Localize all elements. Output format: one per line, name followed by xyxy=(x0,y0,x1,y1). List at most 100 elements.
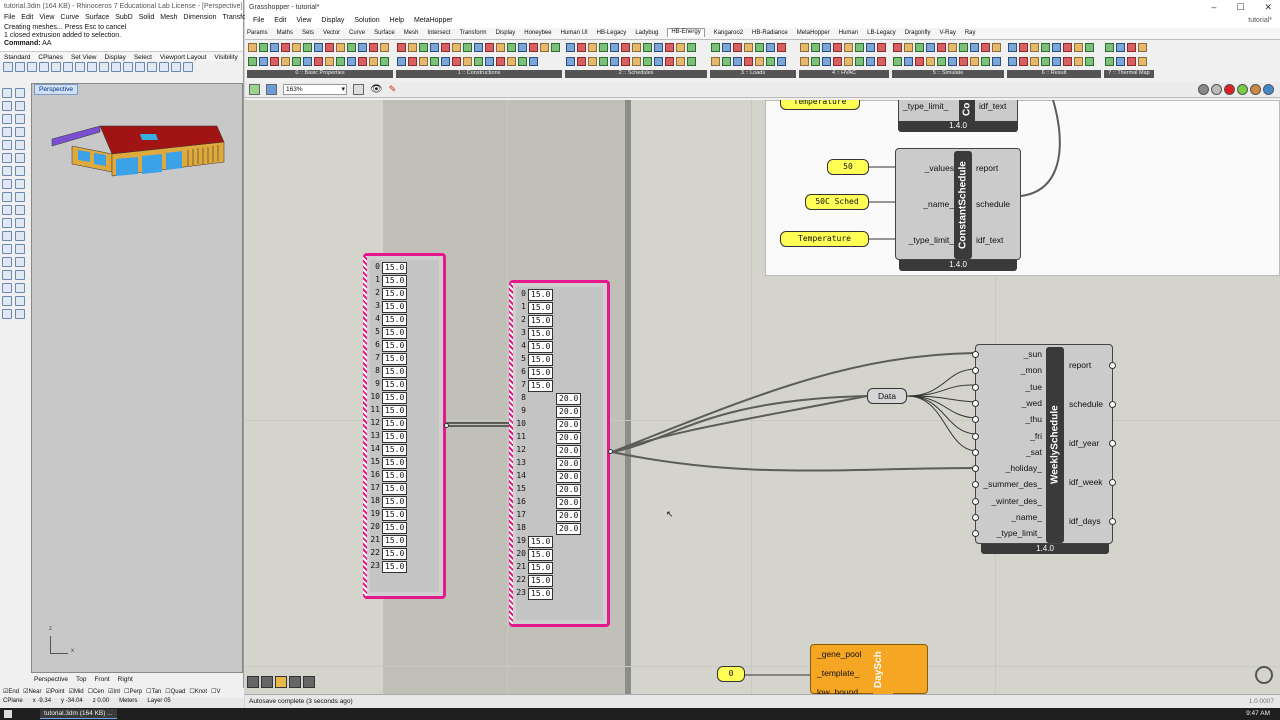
component-icon[interactable] xyxy=(833,57,842,66)
text-icon[interactable] xyxy=(15,270,25,280)
input-port[interactable] xyxy=(972,351,979,358)
component-icon[interactable] xyxy=(948,57,957,66)
constant-schedule-component[interactable]: _values _name_ _type_limit_ ConstantSche… xyxy=(895,148,1021,260)
component-icon[interactable] xyxy=(485,43,494,52)
component-icon[interactable] xyxy=(970,43,979,52)
ribbon-group-label[interactable]: 5 :: Simulate xyxy=(892,70,1004,78)
save-icon[interactable] xyxy=(266,84,277,95)
weekly-input-winterdes[interactable]: _winter_des_ xyxy=(991,495,1042,506)
component-icon[interactable] xyxy=(1063,43,1072,52)
component-icon[interactable] xyxy=(822,43,831,52)
options-icon[interactable] xyxy=(15,309,25,319)
taskbar-rhino-item[interactable]: tutorial.3dm (164 KB) ... xyxy=(40,709,117,719)
properties-icon[interactable] xyxy=(15,283,25,293)
component-icon[interactable] xyxy=(1030,43,1039,52)
weekly-input-tue[interactable]: _tue xyxy=(1025,381,1042,392)
cylinder-icon[interactable] xyxy=(2,179,12,189)
component-icon[interactable] xyxy=(441,43,450,52)
ribbon-tab-human[interactable]: Human xyxy=(838,30,859,36)
output-port[interactable] xyxy=(1109,479,1116,486)
component-icon[interactable] xyxy=(992,57,1001,66)
tab-set-view[interactable]: Set View xyxy=(70,54,97,61)
print-icon[interactable] xyxy=(39,62,49,72)
fillet-icon[interactable] xyxy=(2,140,12,150)
component-icon[interactable] xyxy=(1030,57,1039,66)
tab-viewport-layout[interactable]: Viewport Layout xyxy=(159,54,207,61)
ribbon-group-label[interactable]: 7 :: Thermal Map xyxy=(1104,70,1154,78)
component-icon[interactable] xyxy=(1008,57,1017,66)
tab-cplanes[interactable]: CPlanes xyxy=(38,54,63,61)
component-icon[interactable] xyxy=(1138,57,1147,66)
start-icon[interactable] xyxy=(4,710,12,718)
tab-display[interactable]: Display xyxy=(104,54,126,61)
output-port[interactable] xyxy=(1109,401,1116,408)
component-icon[interactable] xyxy=(744,57,753,66)
viewtab-perspective[interactable]: Perspective xyxy=(34,676,68,683)
component-icon[interactable] xyxy=(722,57,731,66)
tab-select[interactable]: Select xyxy=(133,54,152,61)
component-icon[interactable] xyxy=(711,43,720,52)
component-icon[interactable] xyxy=(654,43,663,52)
zoom-dropdown[interactable]: 163% xyxy=(283,84,347,95)
component-icon[interactable] xyxy=(844,43,853,52)
component-icon[interactable] xyxy=(855,57,864,66)
input-port[interactable] xyxy=(972,497,979,505)
gh-menu-solution[interactable]: Solution xyxy=(354,17,380,24)
copy-object-icon[interactable] xyxy=(15,231,25,241)
input-type-limit[interactable]: _type_limit_ xyxy=(903,101,949,111)
osnap-mid[interactable]: ☑Mid xyxy=(68,689,84,695)
component-icon[interactable] xyxy=(1085,43,1094,52)
weekly-input-summerdes[interactable]: _summer_des_ xyxy=(983,479,1042,490)
rhino-menu-curve[interactable]: Curve xyxy=(60,14,80,21)
ladybug-icon[interactable] xyxy=(1237,84,1248,95)
save-icon[interactable] xyxy=(27,62,37,72)
component-icon[interactable] xyxy=(397,43,406,52)
zoom-window-icon[interactable] xyxy=(135,62,145,72)
component-icon[interactable] xyxy=(380,57,389,66)
ribbon-tab-maths[interactable]: Maths xyxy=(276,30,294,36)
gh-menu-metahopper[interactable]: MetaHopper xyxy=(414,17,453,24)
component-icon[interactable] xyxy=(588,43,597,52)
preview-selected-icon[interactable] xyxy=(1224,84,1235,95)
zoom-selected-icon[interactable] xyxy=(159,62,169,72)
weekly-input-name[interactable]: _name_ xyxy=(1011,512,1042,522)
ribbon-tab-transform[interactable]: Transform xyxy=(459,30,487,36)
value-param-50[interactable]: 50 xyxy=(827,159,869,175)
weekly-input-wed[interactable]: _wed xyxy=(1021,397,1042,408)
osnap-knot[interactable]: ☐Knot xyxy=(189,689,208,695)
analyze-icon[interactable] xyxy=(2,296,12,306)
viewport-grid-icon[interactable] xyxy=(171,62,181,72)
polygon-icon[interactable] xyxy=(15,127,25,137)
component-icon[interactable] xyxy=(529,43,538,52)
rhino-menu-view[interactable]: View xyxy=(39,14,55,21)
component-icon[interactable] xyxy=(733,43,742,52)
panel-2-output[interactable] xyxy=(608,449,613,454)
weekly-output-idf-year[interactable]: idf_year xyxy=(1069,438,1100,448)
boolean-icon[interactable] xyxy=(15,179,25,189)
check-icon[interactable] xyxy=(2,309,12,319)
component-icon[interactable] xyxy=(325,43,334,52)
component-icon[interactable] xyxy=(811,57,820,66)
component-icon[interactable] xyxy=(419,57,428,66)
input-low-bound[interactable]: low_bound xyxy=(817,687,859,694)
trim-icon[interactable] xyxy=(2,205,12,215)
output-idf-text[interactable]: idf_text xyxy=(979,101,1007,111)
component-icon[interactable] xyxy=(893,43,902,52)
component-icon[interactable] xyxy=(866,57,875,66)
widget-3-icon[interactable] xyxy=(275,676,287,688)
component-icon[interactable] xyxy=(588,57,597,66)
component-icon[interactable] xyxy=(507,57,516,66)
ribbon-tab-human-ui[interactable]: Human UI xyxy=(560,30,588,36)
component-icon[interactable] xyxy=(1008,43,1017,52)
input-template[interactable]: _template_ xyxy=(817,668,860,678)
ribbon-tab-hb-energy[interactable]: HB-Energy xyxy=(667,28,705,37)
gh-menu-display[interactable]: Display xyxy=(321,17,345,24)
select-arrow-icon[interactable] xyxy=(2,88,12,98)
viewtab-top[interactable]: Top xyxy=(75,676,87,683)
component-icon[interactable] xyxy=(441,57,450,66)
subd-icon[interactable] xyxy=(15,192,25,202)
output-port[interactable] xyxy=(1109,362,1116,369)
component-icon[interactable] xyxy=(610,43,619,52)
component-icon[interactable] xyxy=(981,57,990,66)
